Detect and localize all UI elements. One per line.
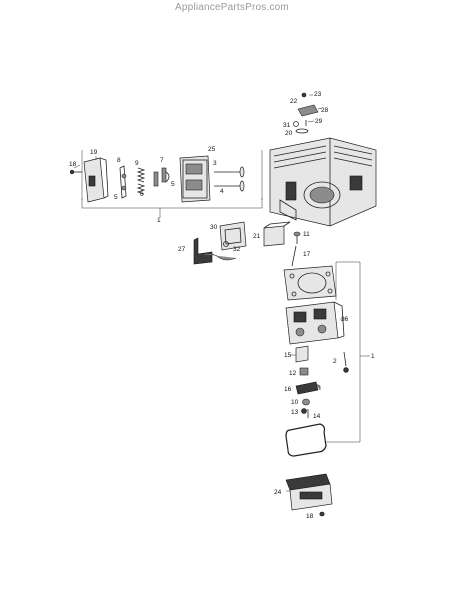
callout-9: 9 (135, 160, 139, 167)
bolt-11[interactable] (293, 231, 301, 244)
callout-24: 24 (274, 489, 282, 496)
callout-17: 17 (303, 251, 311, 258)
callout-14: 14 (313, 413, 321, 420)
callout-30: 30 (210, 224, 218, 231)
valve-cover-19[interactable] (83, 157, 109, 203)
left-valve-assembly (69, 150, 263, 218)
rod-17[interactable] (291, 245, 297, 267)
callout-15: 15 (284, 352, 292, 359)
part-13[interactable] (301, 408, 307, 414)
valve-cover-24[interactable] (285, 473, 333, 511)
callout-6b: 5 (114, 194, 118, 201)
watermark: AppliancePartsPros.com (175, 2, 289, 13)
callout-19: 19 (90, 149, 98, 156)
engine-block[interactable] (269, 137, 377, 227)
callout-21: 21 (253, 233, 261, 240)
cylinder-head-26[interactable] (285, 301, 345, 345)
callout-29: 29 (315, 118, 323, 125)
callout-22: 22 (290, 98, 298, 105)
breather-group[interactable] (293, 92, 323, 134)
cylinder-head-25[interactable] (179, 155, 211, 203)
part-10[interactable] (302, 398, 310, 406)
part-12[interactable] (299, 367, 309, 376)
cover-gasket[interactable] (285, 423, 327, 457)
plate-15[interactable] (290, 345, 309, 363)
bolt-18-left[interactable] (69, 169, 82, 175)
callout-20: 20 (285, 130, 293, 137)
callout-32: 32 (233, 246, 241, 253)
callout-10: 10 (291, 399, 299, 406)
callout-23: 23 (314, 91, 322, 98)
callout-27: 27 (178, 246, 186, 253)
clamp-32[interactable] (223, 241, 229, 247)
callout-28: 28 (321, 107, 329, 114)
callout-25: 25 (208, 146, 216, 153)
part-21[interactable] (263, 221, 291, 247)
callout-16: 16 (284, 386, 292, 393)
callout-3: 3 (213, 160, 217, 167)
callout-12: 12 (289, 370, 297, 377)
callout-1-left: 1 (157, 217, 161, 224)
callout-18-left: 18 (69, 161, 77, 168)
screw-2[interactable] (343, 351, 349, 373)
rocker-group[interactable] (119, 165, 170, 199)
tube-27[interactable] (193, 237, 237, 265)
head-gasket[interactable] (283, 265, 337, 301)
callout-18-bottom: 18 (306, 513, 314, 520)
gasket-30[interactable] (219, 221, 247, 251)
callout-6: 6 (140, 191, 144, 198)
part-16[interactable] (295, 381, 321, 395)
valve-4[interactable] (214, 180, 245, 192)
callout-5: 5 (171, 181, 175, 188)
callout-2: 2 (333, 358, 337, 365)
valve-3[interactable] (214, 166, 245, 178)
callout-1-right: 1 (371, 353, 375, 360)
callout-13: 13 (291, 409, 299, 416)
callout-11: 11 (303, 231, 310, 238)
bolt-18-bottom[interactable] (319, 511, 325, 517)
callout-31: 31 (283, 122, 291, 129)
callout-7: 7 (160, 157, 164, 164)
callout-8: 8 (117, 157, 121, 164)
callout-26: 26 (341, 316, 349, 323)
callout-4: 4 (220, 188, 224, 195)
